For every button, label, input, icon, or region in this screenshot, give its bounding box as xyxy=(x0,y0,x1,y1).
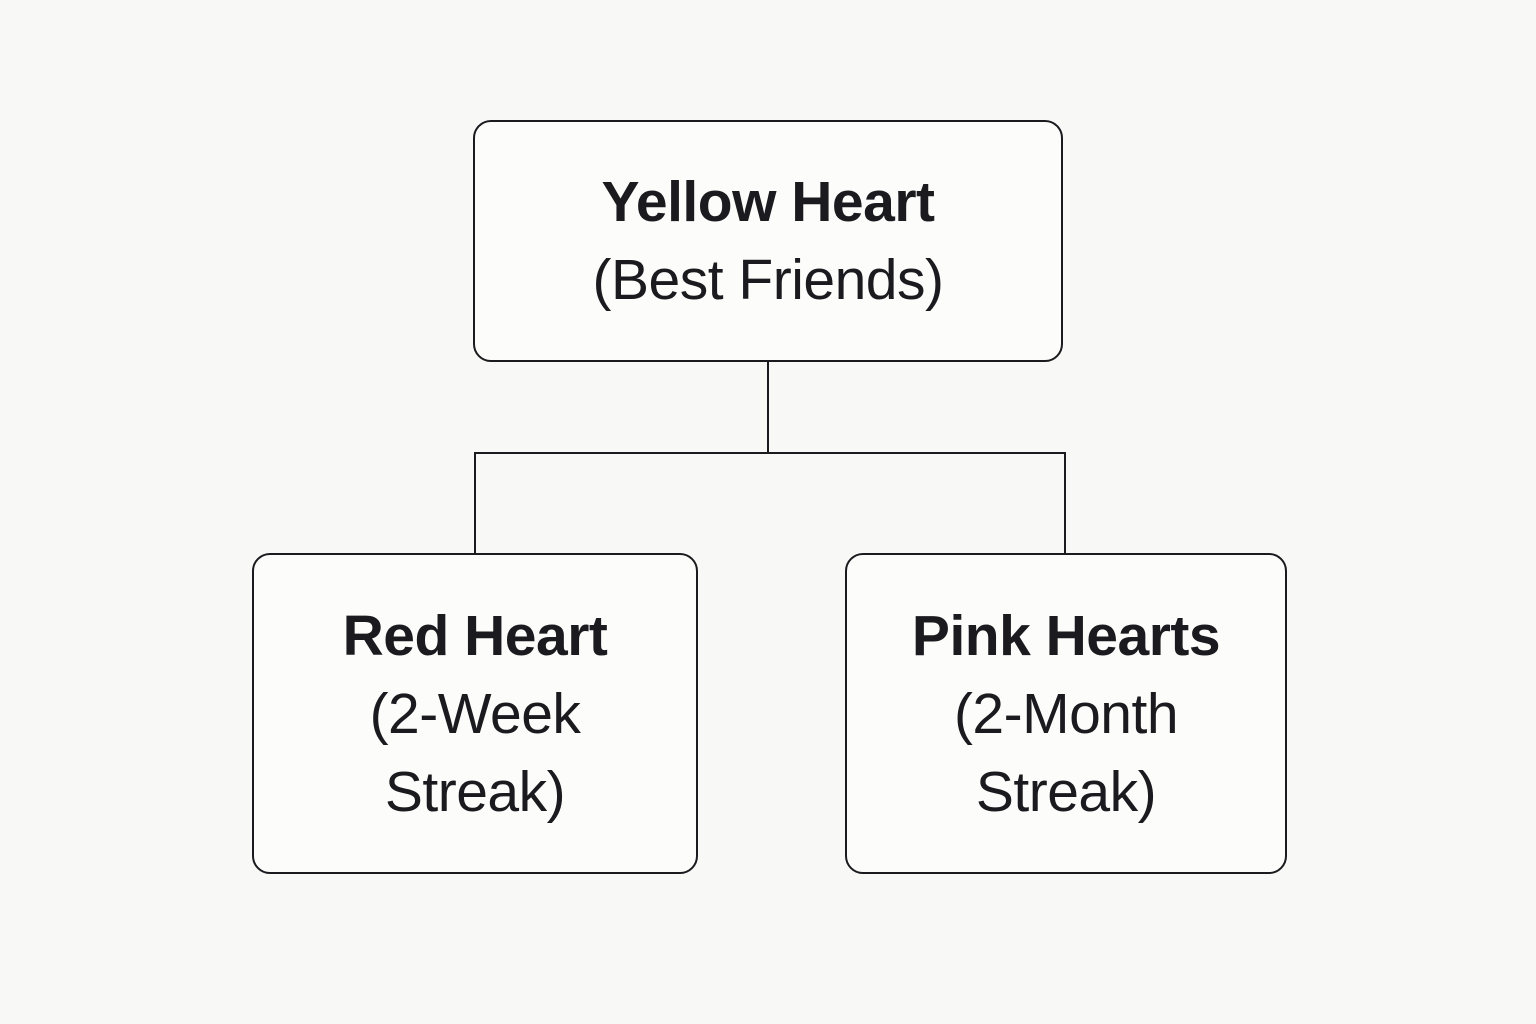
node-title: Pink Hearts xyxy=(911,603,1221,668)
node-yellow-heart: Yellow Heart (Best Friends) xyxy=(473,120,1063,362)
connector-horizontal-bar xyxy=(474,452,1066,454)
connector-root-stem xyxy=(767,361,769,453)
node-pink-hearts: Pink Hearts (2-Month Streak) xyxy=(845,553,1287,874)
connector-drop-right xyxy=(1064,452,1066,555)
node-title: Red Heart xyxy=(342,603,608,668)
connector-drop-left xyxy=(474,452,476,555)
node-subtitle: (2-Week Streak) xyxy=(369,681,581,824)
node-subtitle: (2-Month Streak) xyxy=(953,681,1179,824)
node-title: Yellow Heart xyxy=(601,170,935,234)
node-red-heart: Red Heart (2-Week Streak) xyxy=(252,553,698,874)
node-subtitle: (Best Friends) xyxy=(592,248,944,312)
